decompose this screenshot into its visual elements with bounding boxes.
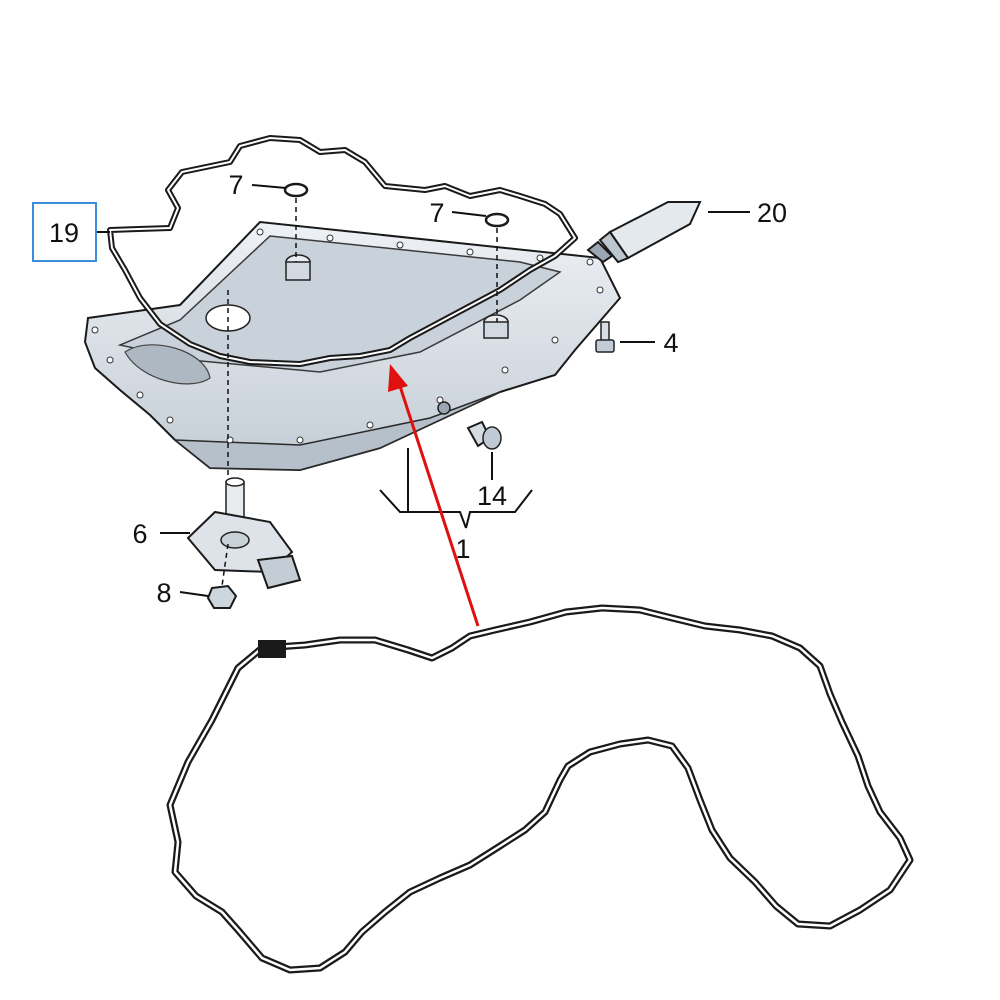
seal-ring-left [283, 182, 309, 198]
seal-ring-right [484, 212, 510, 228]
callout-19: 19 [49, 218, 79, 248]
oil-level-sensor [186, 477, 302, 590]
callout-14: 14 [477, 481, 507, 511]
leader-lines [221, 198, 498, 587]
highlight-box [32, 202, 97, 262]
callout-1: 1 [455, 534, 470, 564]
callout-4: 4 [663, 328, 678, 358]
nut [206, 584, 238, 609]
callout-20: 20 [757, 198, 787, 228]
callout-6: 6 [132, 519, 147, 549]
oil-pan-housing [83, 220, 622, 472]
sealant-tube [586, 201, 702, 264]
callout-8: 8 [156, 578, 171, 608]
bolt [595, 321, 615, 353]
callout-7-right: 7 [429, 198, 444, 228]
gasket-detail [166, 604, 914, 974]
pointer-arrow [388, 364, 480, 627]
drain-plug [466, 420, 502, 450]
gasket-tab [258, 640, 286, 658]
callout-7-left: 7 [228, 170, 243, 200]
callout-leads [96, 184, 750, 597]
